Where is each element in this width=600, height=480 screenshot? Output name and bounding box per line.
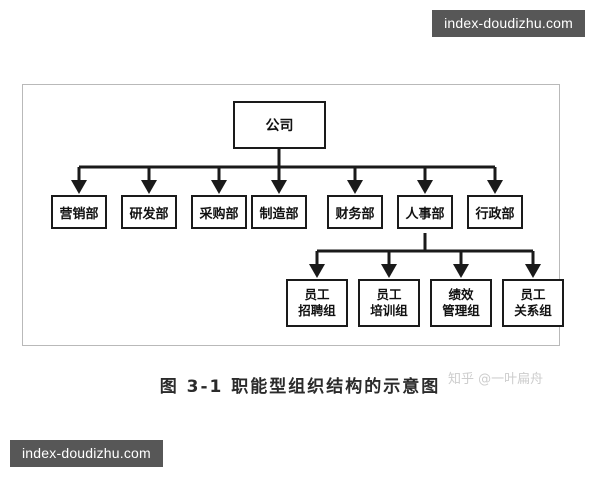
- figure-caption: 图 3-1 职能型组织结构的示意图: [159, 377, 441, 397]
- org-node-finance-label: 财务部: [335, 206, 375, 222]
- watermark-bottom-left: index-doudizhu.com: [10, 440, 163, 467]
- watermark-top-right: index-doudizhu.com: [432, 10, 585, 37]
- org-node-training-line1: 员工: [376, 287, 402, 303]
- org-node-relations-line2: 关系组: [514, 303, 552, 318]
- arrowhead-performance: [453, 264, 469, 278]
- arrowhead-training: [381, 264, 397, 278]
- org-node-performance[interactable]: 绩效 管理组: [430, 279, 492, 327]
- org-node-marketing[interactable]: 营销部: [51, 195, 107, 229]
- org-chart-canvas: 公司 营销部 研发部 采购部 制造部 财务部 人事部 行政部 员工 招聘组: [23, 85, 564, 347]
- arrowhead-purchasing: [211, 180, 227, 194]
- org-node-recruitment-line1: 员工: [304, 287, 330, 303]
- figure-frame: 公司 营销部 研发部 采购部 制造部 财务部 人事部 行政部 员工 招聘组: [22, 84, 564, 347]
- org-node-administration[interactable]: 行政部: [467, 195, 523, 229]
- org-node-hr-label: 人事部: [405, 206, 445, 222]
- arrowhead-marketing: [71, 180, 87, 194]
- arrowhead-relations: [525, 264, 541, 278]
- org-node-rnd[interactable]: 研发部: [121, 195, 177, 229]
- org-node-company-label: 公司: [265, 118, 294, 134]
- org-node-recruitment-line2: 招聘组: [298, 303, 336, 318]
- org-node-recruitment[interactable]: 员工 招聘组: [286, 279, 348, 327]
- org-node-marketing-label: 营销部: [59, 206, 99, 222]
- org-node-purchasing[interactable]: 采购部: [191, 195, 247, 229]
- arrowhead-recruitment: [309, 264, 325, 278]
- arrowhead-hr: [417, 180, 433, 194]
- org-node-company[interactable]: 公司: [233, 101, 326, 149]
- arrowhead-finance: [347, 180, 363, 194]
- org-node-training-line2: 培训组: [370, 303, 408, 318]
- org-node-performance-line1: 绩效: [448, 287, 474, 303]
- org-node-administration-label: 行政部: [475, 206, 515, 222]
- org-node-relations-line1: 员工: [520, 287, 546, 303]
- arrowhead-manufacturing: [271, 180, 287, 194]
- org-node-purchasing-label: 采购部: [199, 206, 239, 222]
- org-node-manufacturing[interactable]: 制造部: [251, 195, 307, 229]
- org-node-training[interactable]: 员工 培训组: [358, 279, 420, 327]
- arrowhead-administration: [487, 180, 503, 194]
- watermark-zhihu: 知乎 @一叶扁舟: [448, 372, 544, 387]
- org-chart-connectors: [71, 149, 541, 278]
- org-node-finance[interactable]: 财务部: [327, 195, 383, 229]
- arrowhead-rnd: [141, 180, 157, 194]
- org-node-rnd-label: 研发部: [129, 206, 169, 222]
- org-node-relations[interactable]: 员工 关系组: [502, 279, 564, 327]
- org-node-hr[interactable]: 人事部: [397, 195, 453, 229]
- org-node-manufacturing-label: 制造部: [259, 206, 299, 222]
- org-node-performance-line2: 管理组: [442, 303, 480, 318]
